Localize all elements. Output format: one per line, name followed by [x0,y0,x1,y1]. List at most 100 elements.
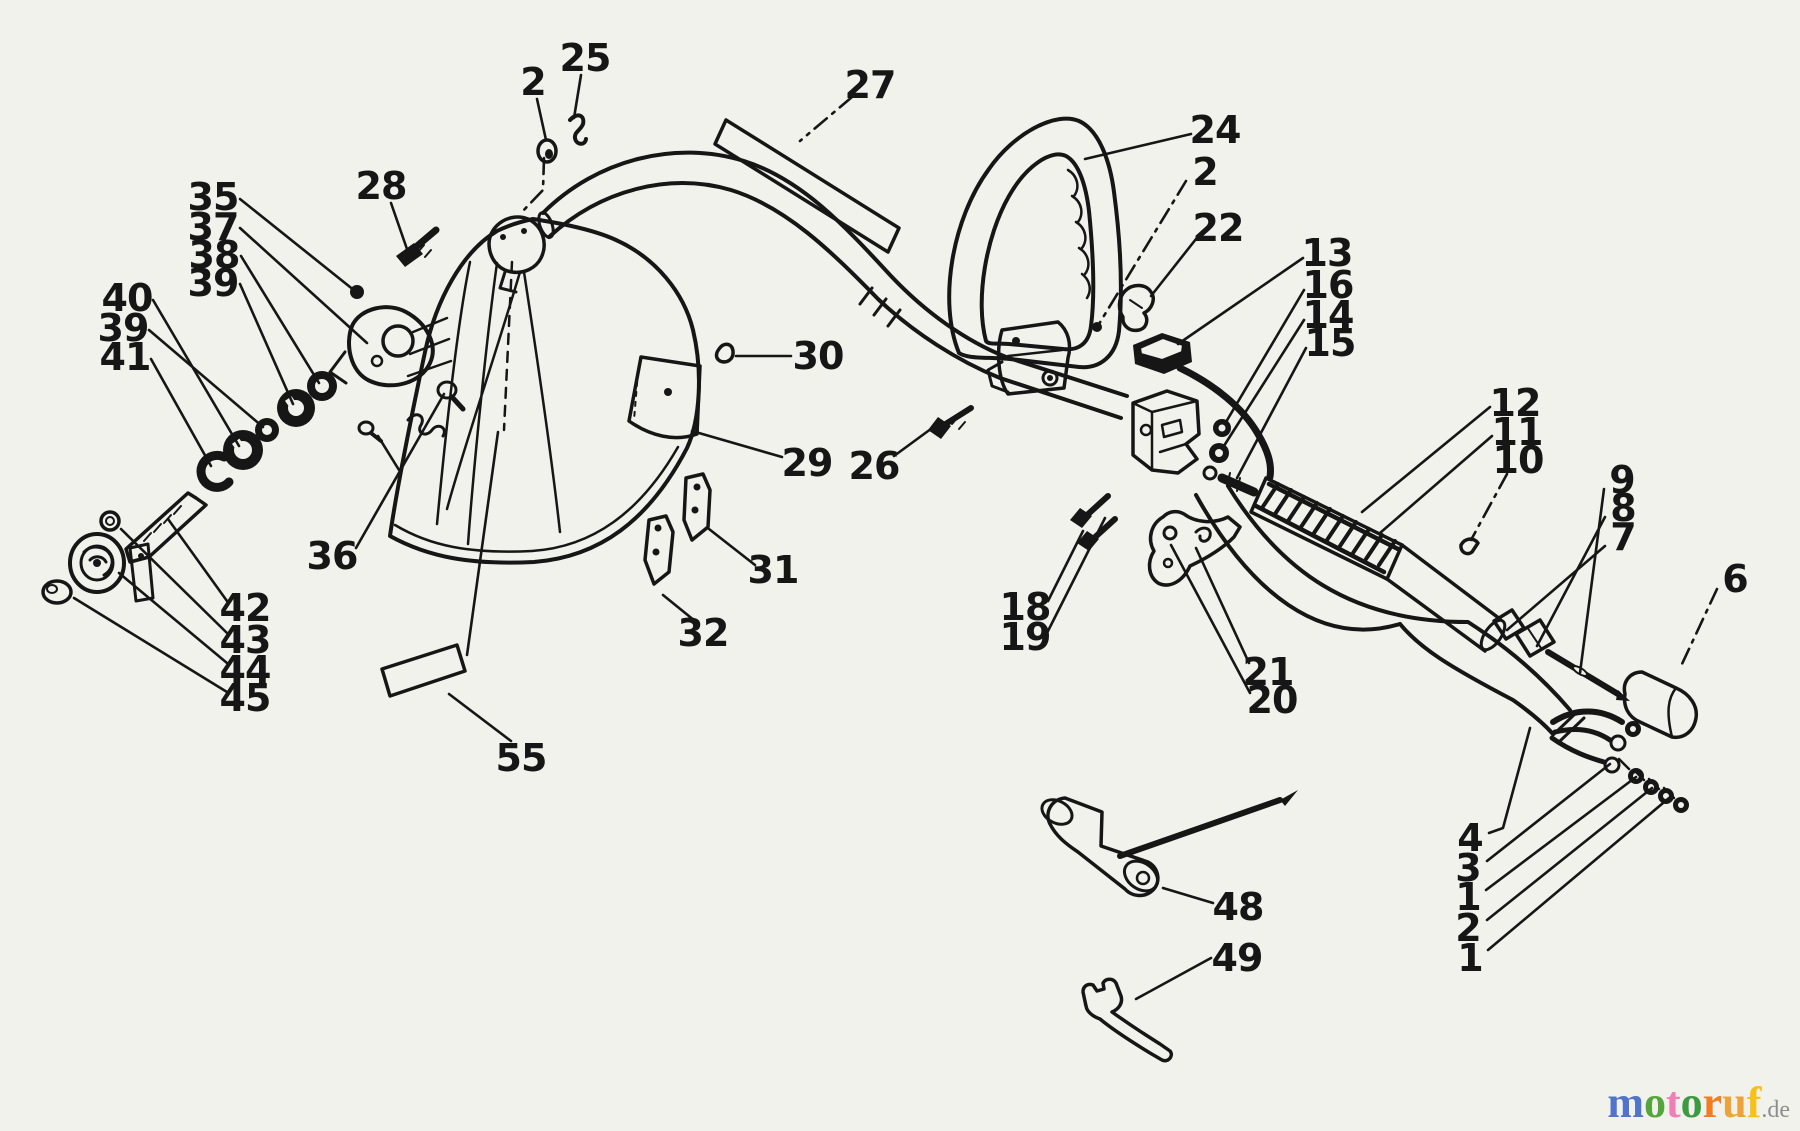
leader-line [447,692,513,743]
callout-label-31: 31 [748,548,799,592]
callout-label-26: 26 [849,444,900,488]
leader-line [1469,472,1509,542]
callout-label-41: 41 [100,335,151,379]
leader-line [389,201,410,254]
leader-line [1176,256,1305,346]
leader-line [1149,237,1198,298]
leader-line [1378,434,1494,535]
leader-line [1360,405,1492,514]
wordmark-letter: u [1722,1078,1747,1127]
callout-label-28: 28 [356,164,407,208]
motoruf-wordmark: motoruf [1607,1078,1761,1127]
leader-line [119,527,229,635]
shield-drawing [357,217,712,698]
callout-label-38: 38 [189,233,240,277]
leader-line [117,571,229,665]
callout-label-43: 43 [220,618,271,662]
leader-line [465,430,500,657]
leader-line [1220,318,1306,451]
callout-label-14: 14 [1303,293,1354,337]
callout-label-36: 36 [307,534,358,578]
leader-line [535,97,548,142]
motoruf-logo: motoruf.de [1607,1081,1790,1125]
leader-line [1235,346,1308,480]
leader-line [1484,775,1638,892]
leader-line [1083,132,1193,161]
leader-line [892,421,941,458]
callout-label-37: 37 [188,205,239,249]
callout-label-25: 25 [560,36,611,80]
leader-line [1194,546,1251,665]
callout-label-11: 11 [1492,410,1543,454]
callout-label-42: 42 [220,586,271,630]
callout-label-27: 27 [845,63,896,107]
leader-line [166,517,229,603]
leader-line [1046,529,1085,603]
callout-label-48: 48 [1213,885,1264,929]
callout-label-3: 3 [1455,846,1480,890]
callout-label-18: 18 [1000,585,1051,629]
callout-label-2: 2 [1455,906,1480,950]
callout-label-49: 49 [1212,936,1263,980]
leader-line [1046,516,1107,633]
leader-line [1485,786,1654,922]
leader-line [707,527,757,567]
callout-label-55: 55 [496,736,547,780]
leader-line [1486,796,1671,952]
wordmark-letter: f [1746,1078,1762,1127]
throttle-assembly-drawing [1070,389,1259,587]
leader-line [376,434,401,472]
callout-label-8: 8 [1610,486,1635,530]
leader-line [1097,179,1188,326]
leader-line [690,429,784,459]
leader-line [147,328,265,429]
callout-label-29: 29 [782,441,833,485]
callout-label-16: 16 [1303,263,1354,307]
leader-line [1485,762,1612,863]
leader-line [661,593,697,623]
leader-line [149,357,213,468]
leader-line [1505,544,1607,632]
callout-label-12: 12 [1490,381,1541,425]
wordmark-letter: o [1680,1078,1703,1127]
drive-shaft-drawing [1194,476,1699,813]
leader-line [239,254,321,385]
leader-line [519,156,546,215]
callout-label-35: 35 [188,175,239,219]
callout-label-2: 2 [1192,150,1217,194]
callout-label-21: 21 [1243,650,1294,694]
leader-line [238,282,295,406]
leader-line [354,392,446,550]
leader-line [798,95,854,143]
tools-drawing [1040,790,1298,1063]
leader-line [1134,956,1213,1001]
wordmark-letter: r [1702,1078,1723,1127]
callout-label-9: 9 [1609,458,1634,502]
leader-line [1161,886,1215,905]
callout-label-30: 30 [793,334,844,378]
callout-label-32: 32 [678,611,729,655]
callout-label-22: 22 [1193,206,1244,250]
callout-label-1: 1 [1455,875,1480,919]
callout-label-39: 39 [188,261,239,305]
motoruf-domain-suffix: .de [1761,1097,1790,1123]
shaft-tube-drawing [487,113,1129,420]
callout-label-40: 40 [102,276,153,320]
leader-line [1535,515,1607,648]
leader-line [1224,288,1306,424]
leader-line [72,596,229,694]
callout-label-7: 7 [1610,515,1635,559]
callout-label-20: 20 [1247,678,1298,722]
leader-line [238,226,369,345]
callout-label-4: 4 [1457,816,1482,860]
leader-line [1680,587,1719,666]
wordmark-letter: m [1607,1078,1645,1127]
leader-line [1487,726,1532,835]
callout-label-10: 10 [1493,438,1544,482]
callout-label-39: 39 [98,306,149,350]
leader-line [238,197,357,293]
wordmark-letter: t [1666,1078,1681,1127]
